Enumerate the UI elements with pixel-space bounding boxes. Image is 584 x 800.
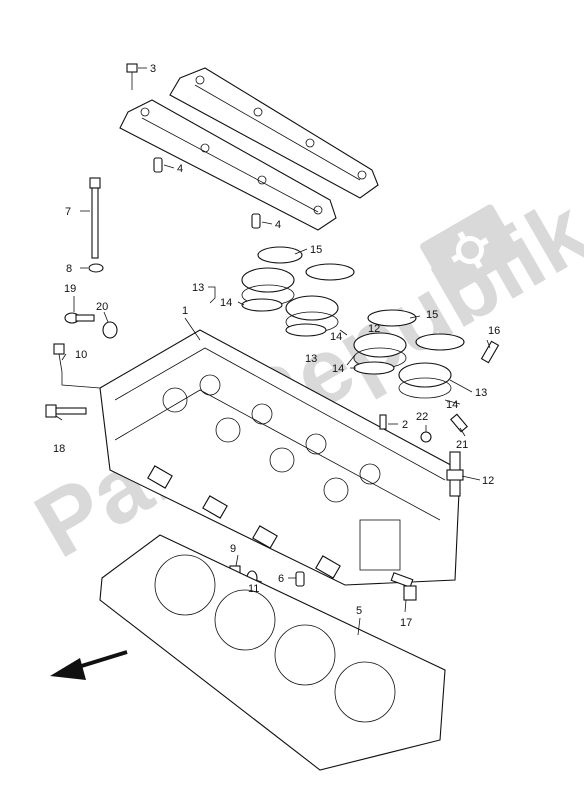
gasket-22 [420, 431, 432, 443]
label-19: 19 [64, 283, 76, 295]
label-12: 12 [482, 475, 494, 487]
dowel-pin-4b [251, 213, 261, 229]
label-22: 22 [416, 411, 428, 423]
dowel-6 [295, 571, 305, 587]
bolt-16 [480, 340, 500, 364]
cylinder-head [99, 329, 461, 586]
bolt-18 [45, 404, 87, 418]
label-1: 1 [182, 305, 188, 317]
label-4a: 4 [177, 163, 183, 175]
label-4b: 4 [275, 219, 281, 231]
leader-lines [55, 67, 491, 636]
label-14a: 14 [220, 297, 232, 309]
label-11: 11 [248, 583, 259, 595]
label-14c: 14 [332, 363, 344, 375]
label-17: 17 [400, 617, 412, 629]
label-16: 16 [488, 325, 500, 337]
bolt-7 [89, 177, 101, 259]
label-14b: 14 [330, 331, 342, 343]
label-15b: 15 [426, 309, 438, 321]
label-21: 21 [456, 439, 468, 451]
label-12b: 12 [368, 323, 380, 335]
sensor-21 [450, 413, 468, 433]
label-3: 3 [150, 63, 156, 75]
dowel-pin-4a [153, 157, 163, 173]
bolt-17 [390, 572, 417, 601]
label-15a: 15 [310, 244, 322, 256]
label-13c: 13 [475, 387, 487, 399]
front-arrow-icon [50, 650, 128, 680]
part-labels: 3 4 4 7 8 19 20 10 1 13 14 15 15 12 14 1… [53, 63, 500, 629]
spark-plug-12 [446, 451, 464, 497]
bolt-19 [64, 312, 95, 324]
label-7: 7 [65, 206, 71, 218]
label-20: 20 [96, 301, 108, 313]
camshaft-holder-upper [169, 67, 379, 199]
label-9: 9 [230, 543, 236, 555]
valve-rings [241, 246, 465, 399]
label-8: 8 [66, 263, 72, 275]
plug-2 [379, 414, 387, 430]
gear-icon [420, 204, 520, 296]
bolt-10 [53, 343, 65, 373]
camshaft-holder-lower [119, 99, 337, 231]
label-14d: 14 [446, 399, 458, 411]
label-5: 5 [356, 605, 362, 617]
label-18: 18 [53, 443, 65, 455]
label-6: 6 [278, 573, 284, 585]
label-2: 2 [402, 419, 408, 431]
label-10: 10 [75, 349, 87, 361]
label-13b: 13 [305, 353, 317, 365]
washer-8 [88, 263, 104, 273]
head-gasket [99, 534, 446, 771]
seal-20 [102, 321, 118, 339]
label-13a: 13 [192, 282, 204, 294]
bolt-3 [126, 63, 138, 90]
